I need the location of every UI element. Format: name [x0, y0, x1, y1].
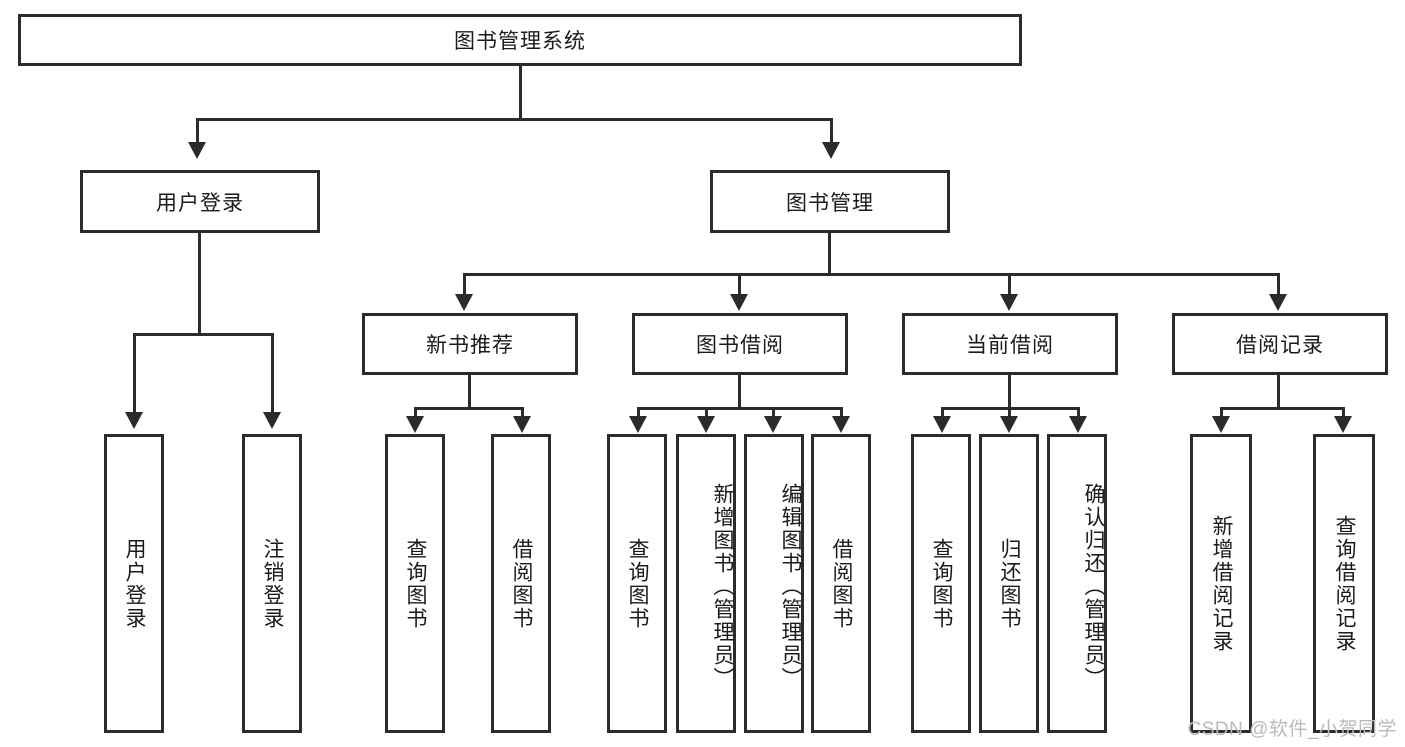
connector-user-login-to-leaf-1 — [133, 333, 136, 415]
connector-user-login-bus — [133, 333, 273, 336]
connector-user-login-to-leaf-2 — [271, 333, 274, 415]
arrowhead-root-to-book-mgmt — [822, 142, 840, 159]
leaf-user-login-login[interactable]: 用户登录 — [104, 434, 164, 733]
connector-current-borrow-to-leaf-1 — [941, 407, 944, 419]
connector-book-mgmt-stem — [828, 233, 831, 275]
arrowhead-book-mgmt-level3-3 — [1000, 294, 1018, 311]
connector-book-borrow-to-leaf-1 — [637, 407, 640, 419]
connector-new-book-to-leaf-1 — [414, 407, 417, 419]
node-current-borrow[interactable]: 当前借阅 — [902, 313, 1118, 375]
leaf-book-borrow-edit[interactable]: 编辑图书（管理员） — [744, 434, 804, 733]
arrowhead-current-borrow-leaf-3 — [1069, 416, 1087, 433]
leaf-current-borrow-query[interactable]: 查询图书 — [911, 434, 971, 733]
connector-root-bus — [196, 118, 833, 121]
csdn-watermark: CSDN @软件_小贺同学 — [1187, 719, 1397, 740]
connector-borrow-record-stem — [1277, 375, 1280, 409]
leaf-new-book-query[interactable]: 查询图书 — [385, 434, 445, 733]
arrowhead-book-borrow-leaf-1 — [629, 416, 647, 433]
arrowhead-book-borrow-leaf-2 — [697, 416, 715, 433]
arrowhead-current-borrow-leaf-1 — [933, 416, 951, 433]
node-book-management[interactable]: 图书管理 — [710, 170, 950, 233]
connector-root-to-user-login — [196, 118, 199, 146]
connector-borrow-record-to-leaf-2 — [1342, 407, 1345, 419]
leaf-borrow-record-query[interactable]: 查询借阅记录 — [1313, 434, 1375, 733]
arrowhead-borrow-record-leaf-1 — [1212, 416, 1230, 433]
node-new-book-recommend[interactable]: 新书推荐 — [362, 313, 578, 375]
arrowhead-user-login-leaf-1 — [125, 412, 143, 429]
connector-user-login-stem — [198, 233, 201, 335]
arrowhead-new-book-leaf-2 — [513, 416, 531, 433]
leaf-book-borrow-add[interactable]: 新增图书（管理员） — [676, 434, 736, 733]
connector-book-borrow-bus — [637, 407, 843, 410]
connector-book-borrow-to-leaf-2 — [705, 407, 708, 419]
node-book-borrow[interactable]: 图书借阅 — [632, 313, 848, 375]
node-borrow-record[interactable]: 借阅记录 — [1172, 313, 1388, 375]
node-user-login[interactable]: 用户登录 — [80, 170, 320, 233]
connector-book-mgmt-to-level3-3 — [1008, 273, 1011, 297]
connector-borrow-record-bus — [1220, 407, 1345, 410]
connector-current-borrow-to-leaf-2 — [1008, 407, 1011, 419]
connector-current-borrow-stem — [1008, 375, 1011, 409]
arrowhead-book-mgmt-level3-1 — [455, 294, 473, 311]
connector-new-book-to-leaf-2 — [521, 407, 524, 419]
connector-book-mgmt-to-level3-4 — [1277, 273, 1280, 297]
connector-book-borrow-to-leaf-4 — [840, 407, 843, 419]
arrowhead-book-mgmt-level3-4 — [1269, 294, 1287, 311]
leaf-current-borrow-return[interactable]: 归还图书 — [979, 434, 1039, 733]
node-root-system[interactable]: 图书管理系统 — [18, 14, 1022, 66]
arrowhead-new-book-leaf-1 — [406, 416, 424, 433]
arrowhead-book-borrow-leaf-3 — [764, 416, 782, 433]
connector-root-to-book-mgmt — [830, 118, 833, 146]
arrowhead-book-mgmt-level3-2 — [730, 294, 748, 311]
connector-new-book-bus — [414, 407, 524, 410]
connector-book-borrow-stem — [738, 375, 741, 409]
leaf-borrow-record-add[interactable]: 新增借阅记录 — [1190, 434, 1252, 733]
connector-root-stem — [519, 66, 522, 118]
arrowhead-borrow-record-leaf-2 — [1334, 416, 1352, 433]
leaf-current-borrow-confirm-return[interactable]: 确认归还（管理员） — [1047, 434, 1107, 733]
connector-book-mgmt-to-level3-2 — [738, 273, 741, 297]
connector-current-borrow-to-leaf-3 — [1077, 407, 1080, 419]
arrowhead-user-login-leaf-2 — [263, 412, 281, 429]
leaf-user-login-logout[interactable]: 注销登录 — [242, 434, 302, 733]
connector-borrow-record-to-leaf-1 — [1220, 407, 1223, 419]
arrowhead-book-borrow-leaf-4 — [832, 416, 850, 433]
arrowhead-current-borrow-leaf-2 — [1000, 416, 1018, 433]
connector-book-borrow-to-leaf-3 — [772, 407, 775, 419]
arrowhead-root-to-user-login — [188, 142, 206, 159]
connector-new-book-stem — [468, 375, 471, 409]
leaf-new-book-borrow[interactable]: 借阅图书 — [491, 434, 551, 733]
leaf-book-borrow-query[interactable]: 查询图书 — [607, 434, 667, 733]
connector-book-mgmt-to-level3-1 — [463, 273, 466, 297]
leaf-book-borrow-borrow[interactable]: 借阅图书 — [811, 434, 871, 733]
connector-book-mgmt-bus — [463, 273, 1280, 276]
